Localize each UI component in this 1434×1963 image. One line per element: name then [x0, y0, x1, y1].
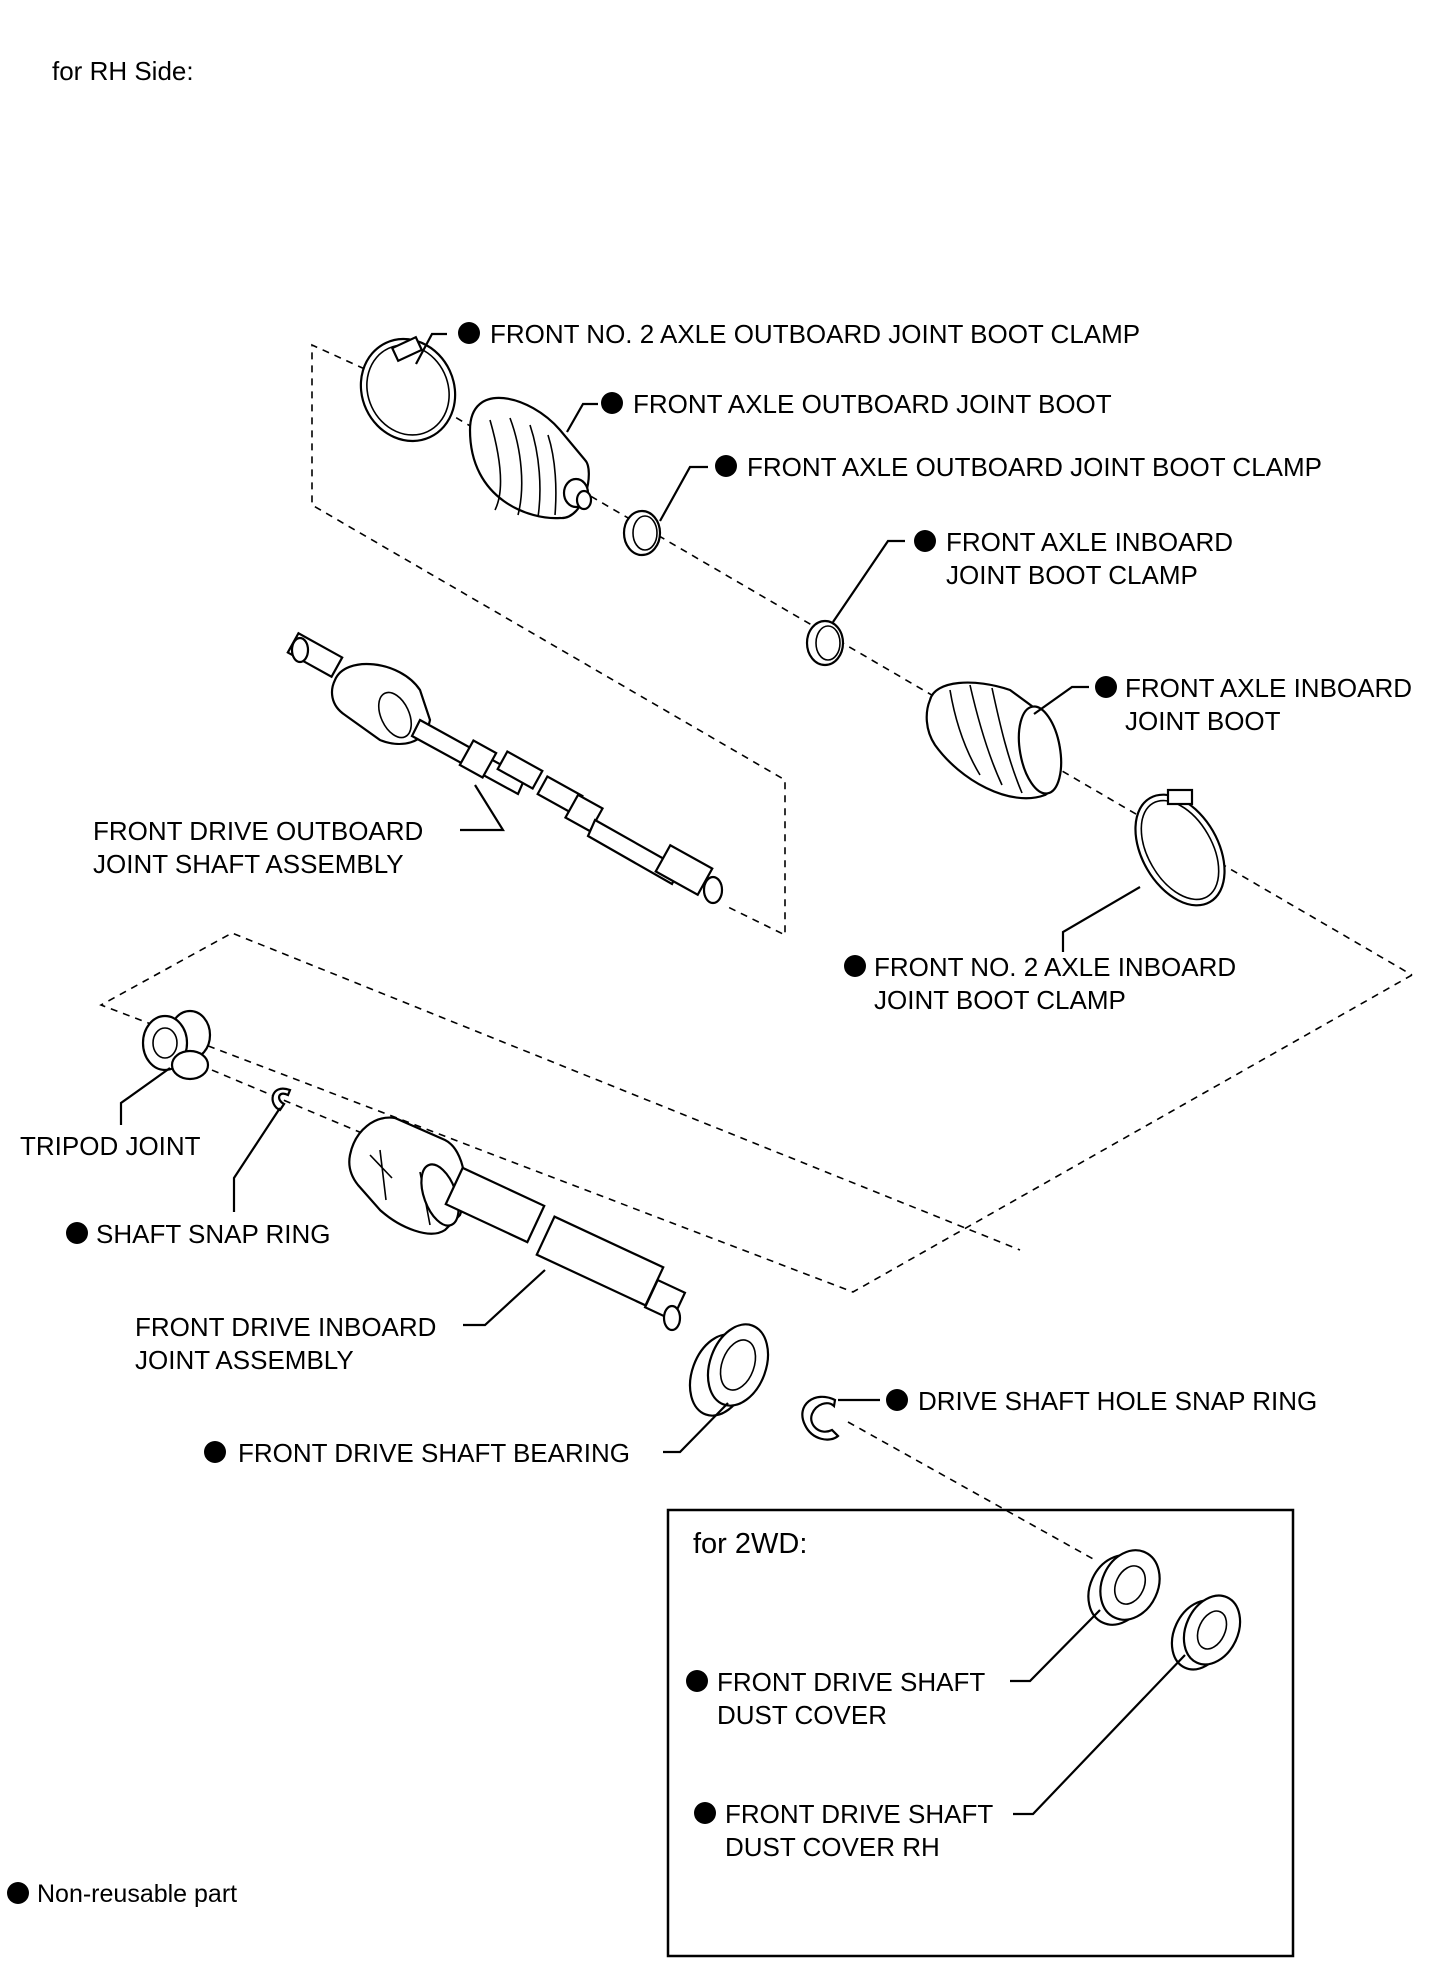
inboard-joint-boot-part — [925, 681, 1063, 800]
part-label-no2-outboard-boot-clamp: FRONT NO. 2 AXLE OUTBOARD JOINT BOOT CLA… — [458, 319, 1140, 349]
part-label-drive-shaft-bearing: FRONT DRIVE SHAFT BEARING — [204, 1438, 630, 1468]
part-label-inboard-boot-clamp: FRONT AXLE INBOARD JOINT BOOT CLAMP — [914, 527, 1233, 590]
dust-cover-rh-part — [1170, 1594, 1242, 1671]
no2-inboard-boot-clamp-part — [1134, 788, 1226, 907]
label-text-line-1: FRONT DRIVE SHAFT — [717, 1667, 985, 1697]
label-text: FRONT AXLE OUTBOARD JOINT BOOT CLAMP — [747, 452, 1322, 482]
inset-frame — [666, 1508, 1295, 1958]
label-text-line-1: FRONT NO. 2 AXLE INBOARD — [874, 952, 1236, 982]
non-reusable-marker-icon — [914, 530, 936, 552]
legend: Non-reusable part — [7, 1880, 237, 1908]
part-label-dust-cover: FRONT DRIVE SHAFT DUST COVER — [686, 1667, 985, 1730]
leader-lines — [119, 332, 1186, 1816]
part-label-outboard-joint-boot: FRONT AXLE OUTBOARD JOINT BOOT — [601, 389, 1112, 419]
legend-text: Non-reusable part — [37, 1880, 237, 1908]
part-label-inboard-joint-assembly: FRONT DRIVE INBOARD JOINT ASSEMBLY — [135, 1312, 436, 1375]
part-label-outboard-shaft-assembly: FRONT DRIVE OUTBOARD JOINT SHAFT ASSEMBL… — [93, 816, 423, 879]
label-text-line-2: JOINT BOOT — [1125, 706, 1281, 736]
outboard-shaft-assembly-part — [286, 631, 724, 905]
drive-shaft-bearing-part — [688, 1323, 770, 1417]
non-reusable-marker-icon — [66, 1222, 88, 1244]
non-reusable-marker-icon — [886, 1389, 908, 1411]
label-text: FRONT NO. 2 AXLE OUTBOARD JOINT BOOT CLA… — [490, 319, 1140, 349]
non-reusable-marker-icon — [715, 455, 737, 477]
label-text-line-2: JOINT SHAFT ASSEMBLY — [93, 849, 404, 879]
inset-2wd: for 2WD: — [666, 1508, 1295, 1958]
label-text-line-2: JOINT BOOT CLAMP — [946, 560, 1198, 590]
no2-outboard-boot-clamp-part — [359, 335, 457, 443]
part-label-inboard-joint-boot: FRONT AXLE INBOARD JOINT BOOT — [1095, 673, 1412, 736]
part-label-tripod-joint: TRIPOD JOINT — [20, 1131, 201, 1161]
label-text: FRONT DRIVE SHAFT BEARING — [238, 1438, 630, 1468]
label-text-line-1: FRONT AXLE INBOARD — [946, 527, 1233, 557]
non-reusable-marker-icon — [1095, 676, 1117, 698]
non-reusable-marker-icon — [694, 1802, 716, 1824]
label-text-line-1: FRONT DRIVE OUTBOARD — [93, 816, 423, 846]
label-text-line-1: FRONT DRIVE SHAFT — [725, 1799, 993, 1829]
dust-cover-part — [1087, 1549, 1161, 1626]
inset-title: for 2WD: — [693, 1528, 807, 1560]
part-label-shaft-snap-ring: SHAFT SNAP RING — [66, 1219, 331, 1249]
non-reusable-marker-icon — [204, 1441, 226, 1463]
label-text: DRIVE SHAFT HOLE SNAP RING — [918, 1386, 1317, 1416]
label-text-line-1: FRONT DRIVE INBOARD — [135, 1312, 436, 1342]
shaft-snap-ring-part — [271, 1087, 292, 1112]
label-text-line-2: DUST COVER RH — [725, 1832, 940, 1862]
outboard-boot-clamp-part — [622, 509, 662, 557]
label-text-line-2: DUST COVER — [717, 1700, 887, 1730]
part-label-no2-inboard-boot-clamp: FRONT NO. 2 AXLE INBOARD JOINT BOOT CLAM… — [844, 952, 1236, 1015]
label-text-line-1: FRONT AXLE INBOARD — [1125, 673, 1412, 703]
non-reusable-marker-icon — [601, 392, 623, 414]
non-reusable-marker-icon — [458, 322, 480, 344]
label-text-line-2: JOINT BOOT CLAMP — [874, 985, 1126, 1015]
non-reusable-marker-icon — [844, 955, 866, 977]
non-reusable-marker-icon — [686, 1670, 708, 1692]
hole-snap-ring-part — [801, 1395, 840, 1441]
page-heading: for RH Side: — [52, 56, 194, 86]
outboard-joint-boot-part — [468, 396, 593, 520]
inboard-joint-assembly-part — [348, 1116, 687, 1332]
non-reusable-marker-icon — [7, 1882, 29, 1904]
label-text: TRIPOD JOINT — [20, 1131, 201, 1161]
tripod-joint-part — [141, 1009, 212, 1081]
label-text: FRONT AXLE OUTBOARD JOINT BOOT — [633, 389, 1112, 419]
part-label-dust-cover-rh: FRONT DRIVE SHAFT DUST COVER RH — [694, 1799, 993, 1862]
part-label-outboard-boot-clamp: FRONT AXLE OUTBOARD JOINT BOOT CLAMP — [715, 452, 1322, 482]
part-label-hole-snap-ring: DRIVE SHAFT HOLE SNAP RING — [886, 1386, 1317, 1416]
label-text: SHAFT SNAP RING — [96, 1219, 331, 1249]
inboard-boot-clamp-part — [805, 619, 845, 667]
label-text-line-2: JOINT ASSEMBLY — [135, 1345, 354, 1375]
